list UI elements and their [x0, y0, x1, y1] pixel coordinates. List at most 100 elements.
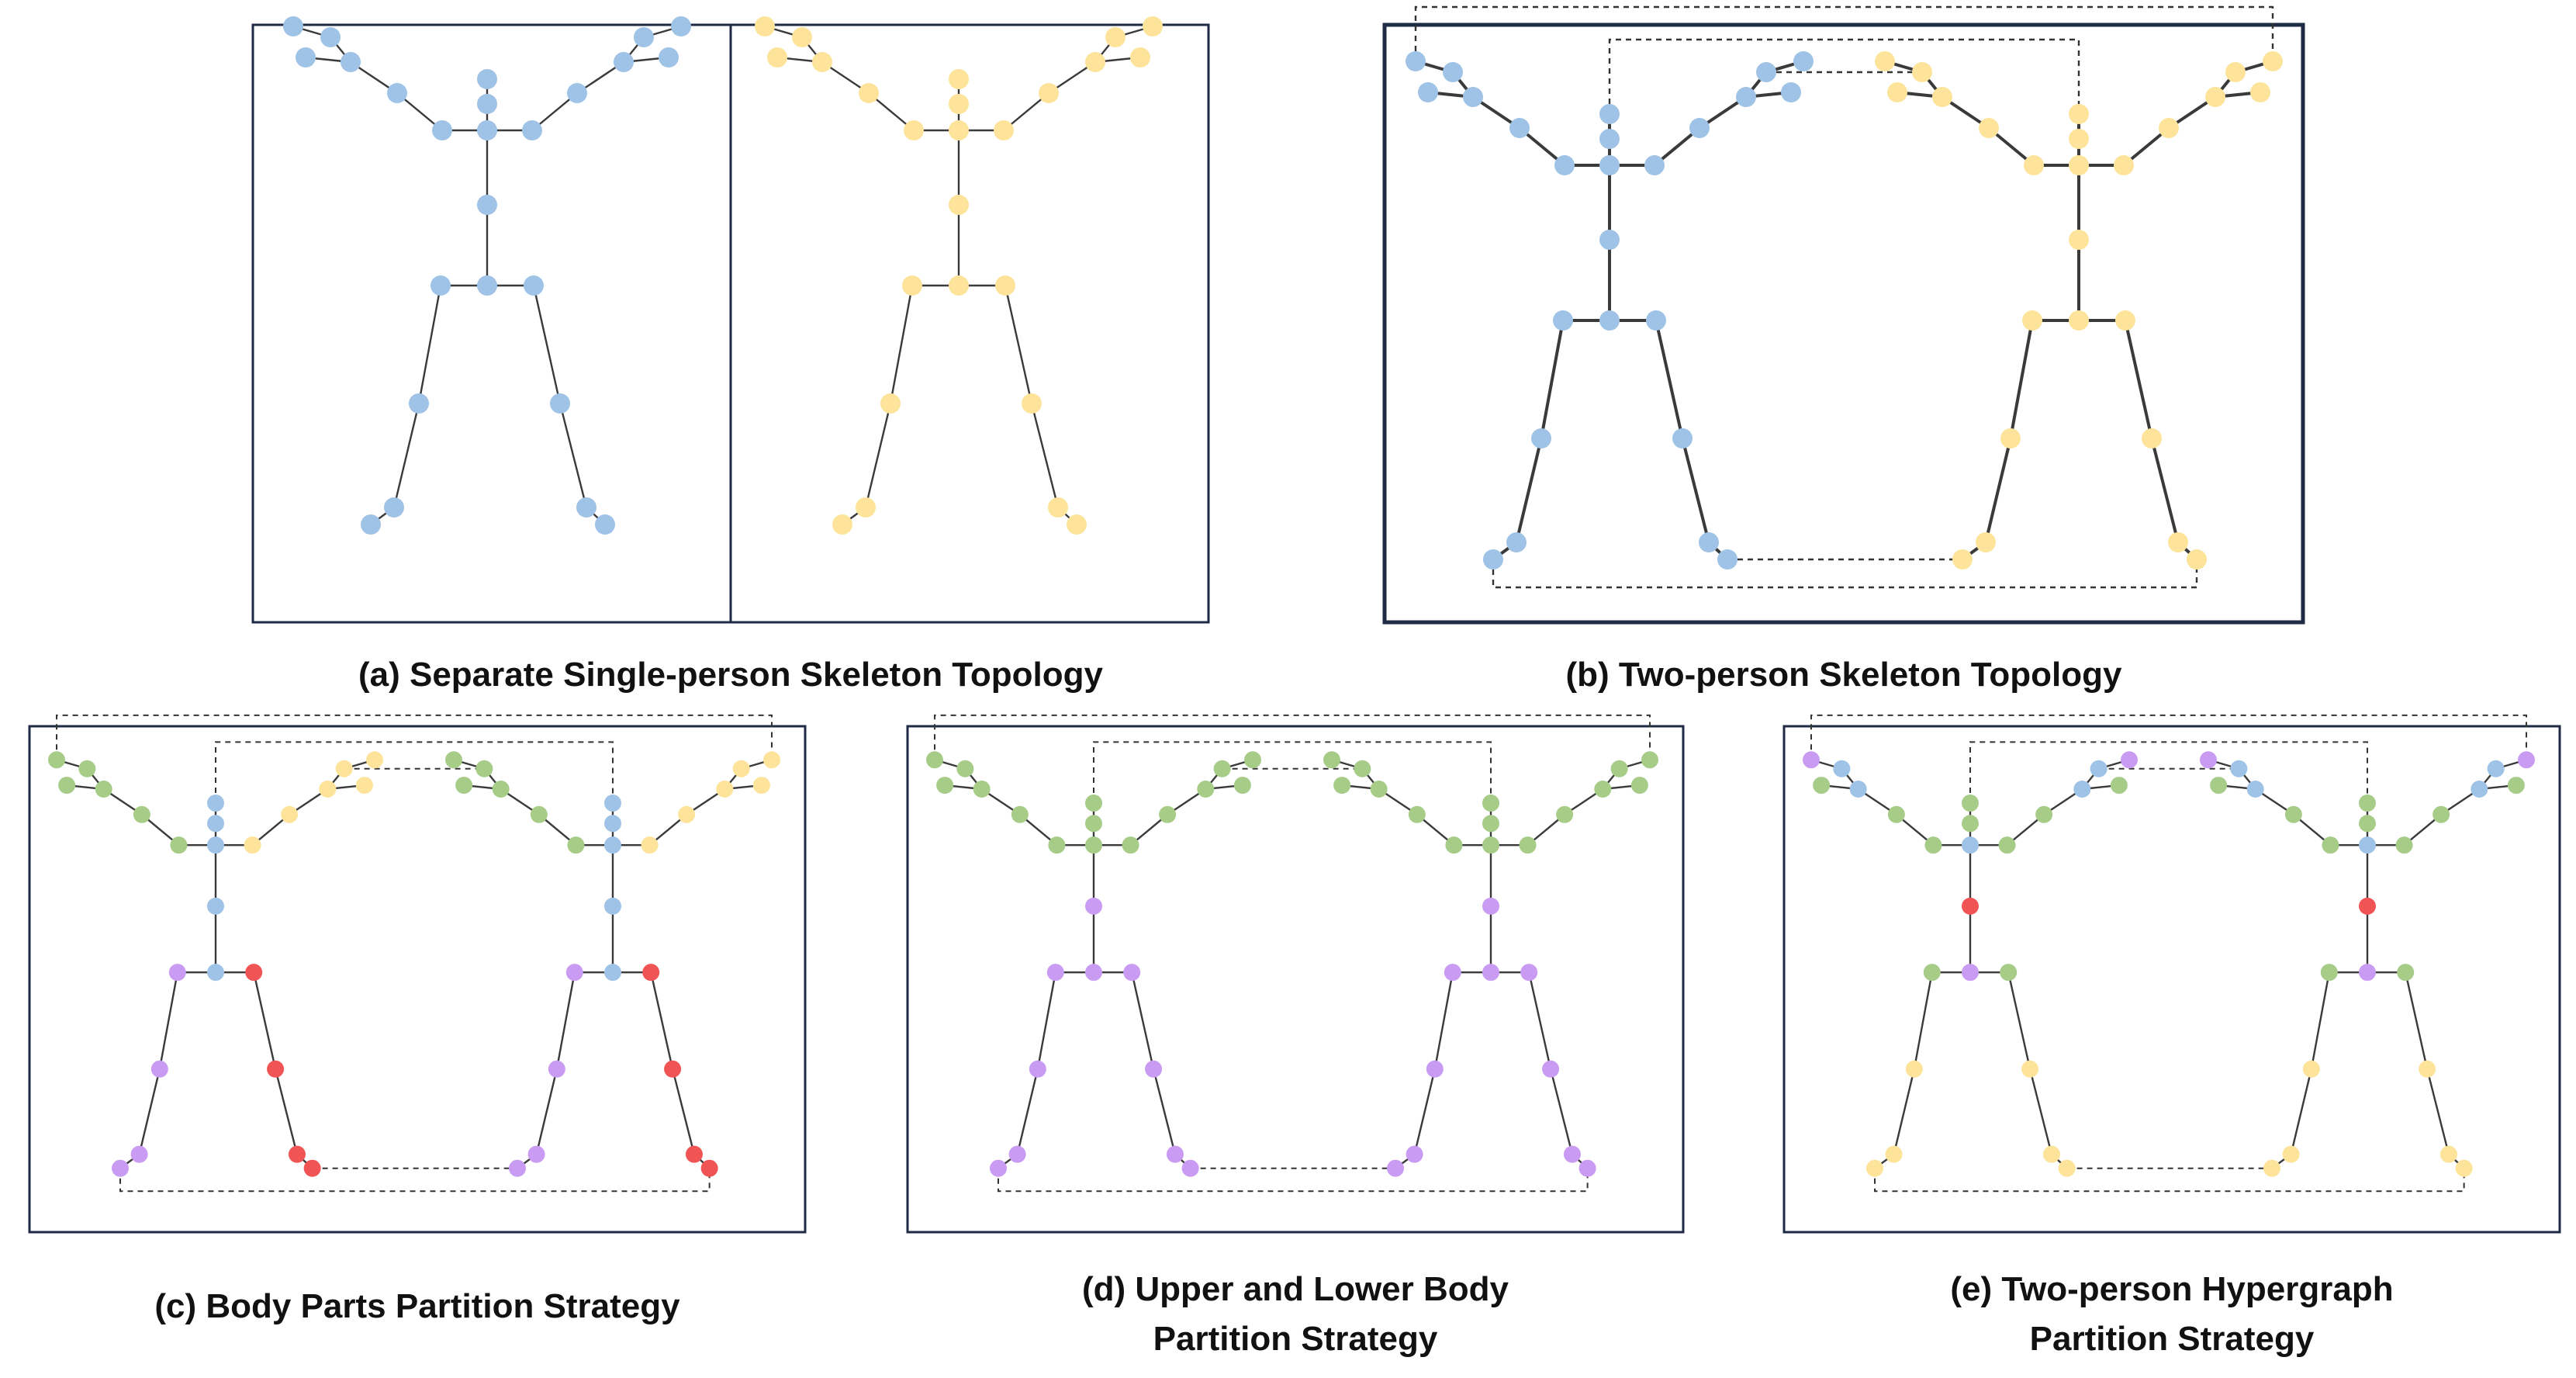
joint-wrist_r: [614, 52, 634, 72]
joint-thumb_l: [455, 777, 473, 795]
joint-handtip_r: [1244, 751, 1261, 769]
joint-ankle_l: [2282, 1145, 2300, 1163]
joint-spine_base: [949, 275, 969, 296]
joint-foot_r: [2058, 1159, 2076, 1177]
joint-ankle_l: [1506, 532, 1527, 552]
joint-ankle_r: [2042, 1145, 2060, 1163]
joint-handtip_r: [2263, 51, 2283, 71]
joint-head: [1482, 795, 1499, 812]
joint-knee_r: [550, 393, 570, 414]
joint-wrist_l: [1370, 781, 1388, 798]
joint-hand_l: [1354, 760, 1371, 777]
joint-spine_mid: [2069, 230, 2089, 250]
joint-wrist_l: [95, 781, 112, 798]
joint-shoulder_r: [1519, 836, 1537, 854]
joint-shoulder_r: [2395, 836, 2413, 854]
joint-hip_l: [1046, 964, 1064, 982]
panel-b-skeletons: [1406, 5, 2283, 589]
joint-knee_r: [1022, 393, 1042, 414]
joint-hand_r: [1213, 760, 1231, 777]
panel-c-frame: [28, 725, 807, 1234]
joint-neck: [1482, 815, 1499, 833]
joint-spine_base: [2359, 964, 2376, 982]
bone-knee_l-ankle_l: [1515, 438, 1543, 543]
joint-ankle_l: [384, 497, 404, 518]
outer-hand-link: [1810, 714, 2527, 760]
joint-knee_r: [1542, 1060, 1560, 1078]
joint-hip_l: [2320, 964, 2338, 982]
joint-elbow_l: [1408, 805, 1426, 823]
joint-ankle_r: [1699, 532, 1719, 552]
joint-knee_r: [2021, 1060, 2039, 1078]
panel-d-skeletons: [926, 714, 1658, 1193]
joint-hip_l: [430, 275, 451, 296]
joint-wrist_r: [1736, 87, 1756, 107]
bone-hip_l-knee_l: [555, 971, 576, 1070]
joint-hip_r: [245, 964, 263, 982]
head-link: [1969, 741, 2368, 804]
joint-spine_base: [1962, 964, 1979, 982]
joint-spine_mid: [949, 195, 969, 215]
joint-elbow_l: [1887, 805, 1905, 823]
joint-thumb_l: [1887, 82, 1907, 102]
joint-wrist_r: [1594, 781, 1612, 798]
joint-thumb_l: [936, 777, 954, 795]
head-link: [1608, 38, 2080, 114]
bone-knee_l-ankle_l: [2290, 1068, 2313, 1155]
joint-ankle_l: [856, 497, 876, 518]
joint-elbow_r: [2159, 118, 2179, 138]
joint-handtip_l: [48, 751, 65, 769]
joint-wrist_l: [812, 52, 832, 72]
joint-elbow_r: [1039, 83, 1059, 103]
joint-shoulder_l: [904, 120, 924, 140]
joint-hip_r: [1520, 964, 1538, 982]
panel-a-skeletons: [283, 16, 1163, 535]
joint-thumb_l: [1418, 82, 1438, 102]
joint-thumb_l: [58, 777, 76, 795]
joint-elbow_l: [530, 805, 548, 823]
bone-knee_r-ankle_r: [671, 1068, 696, 1155]
bone-hip_l-knee_l: [417, 285, 442, 404]
joint-neck: [477, 94, 497, 114]
joint-head: [477, 69, 497, 89]
joint-knee_r: [2142, 428, 2162, 448]
joint-neck: [604, 815, 621, 833]
joint-hip_r: [1646, 310, 1666, 331]
joint-ankle_r: [1166, 1145, 1184, 1163]
joint-ankle_l: [1976, 532, 1996, 552]
joint-shoulder_l: [2024, 155, 2044, 175]
joint-thumb_r: [1233, 777, 1251, 795]
joint-shoulder_r: [994, 120, 1014, 140]
bone-knee_l-ankle_l: [392, 403, 420, 508]
joint-handtip_r: [366, 751, 383, 769]
joint-knee_l: [1029, 1060, 1046, 1078]
joint-head: [1962, 795, 1979, 812]
joint-thumb_l: [2210, 777, 2228, 795]
joint-hip_r: [1123, 964, 1141, 982]
joint-foot_r: [2455, 1159, 2473, 1177]
joint-ankle_r: [685, 1145, 703, 1163]
joint-hand_r: [1756, 62, 1776, 82]
bone-knee_r-ankle_r: [1152, 1068, 1177, 1155]
joint-spine_base: [1085, 964, 1102, 982]
bone-hip_r-knee_r: [1004, 285, 1033, 404]
bone-knee_r-ankle_r: [2426, 1068, 2450, 1155]
joint-spine_mid: [1085, 897, 1102, 915]
joint-elbow_l: [1979, 118, 1999, 138]
joint-elbow_r: [1689, 118, 1710, 138]
joint-shoulder_r: [1644, 155, 1665, 175]
joint-hip_l: [902, 275, 922, 296]
bone-knee_l-ankle_l: [1413, 1068, 1437, 1155]
joint-hand_r: [634, 27, 654, 47]
joint-knee_r: [1145, 1060, 1163, 1078]
joint-shoulder_l: [1048, 836, 1066, 854]
joint-wrist_l: [1463, 87, 1483, 107]
bone-hip_r-knee_r: [2405, 971, 2429, 1070]
joint-ankle_r: [288, 1145, 306, 1163]
joint-knee_r: [2419, 1060, 2436, 1078]
joint-wrist_l: [1849, 781, 1867, 798]
joint-handtip_r: [671, 16, 691, 36]
joint-handtip_l: [1406, 51, 1426, 71]
panel-e-skeletons: [1803, 714, 2535, 1193]
joint-spine_shoulder: [1599, 155, 1620, 175]
